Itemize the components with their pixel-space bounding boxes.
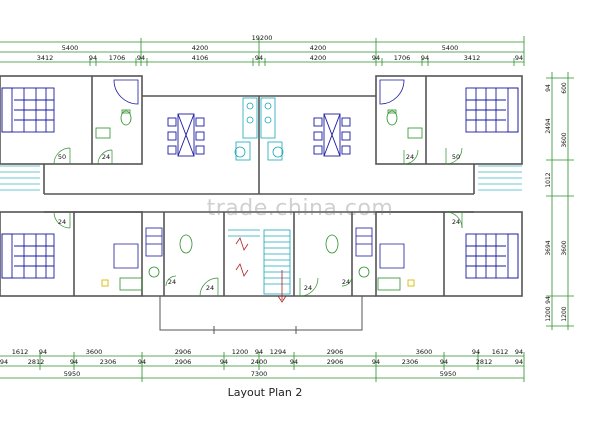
plan-caption: Layout Plan 2 [227, 386, 303, 399]
dim-label: 94 [545, 296, 552, 304]
dim-label: 94 [70, 358, 78, 366]
total-width-label: 19200 [252, 34, 273, 42]
door-number-labels: 50 24 24 50 24 24 24 24 24 24 [58, 153, 460, 292]
sink-icon [95, 127, 423, 291]
kitchen-counter-icon [113, 227, 405, 269]
door-swings [53, 147, 463, 297]
dim-label: 1200 [561, 306, 568, 321]
dim-label: 4200 [310, 44, 327, 52]
bed-icon [465, 87, 519, 133]
door-number: 50 [452, 153, 460, 161]
dim-label: 2906 [175, 348, 192, 356]
dim-label: 94 [138, 358, 146, 366]
dim-label: 5400 [62, 44, 79, 52]
right-dimensions [546, 72, 574, 330]
dim-label: 4106 [192, 54, 209, 62]
dim-label: 5400 [442, 44, 459, 52]
dim-label: 94 [0, 358, 8, 366]
dim-label: 94 [515, 54, 523, 62]
dim-label: 94 [290, 358, 298, 366]
dim-label: 5950 [440, 370, 457, 378]
dining-table-icon [313, 113, 351, 157]
walls [0, 75, 523, 297]
dining-table-icon [167, 113, 205, 157]
door-number: 50 [58, 153, 66, 161]
dim-label: 94 [515, 348, 523, 356]
toilet-icon [120, 109, 398, 278]
door-number: 24 [168, 278, 176, 286]
dim-label: 94 [39, 348, 47, 356]
dim-label: 94 [372, 54, 380, 62]
dim-label: 94 [255, 348, 263, 356]
dim-label: 3412 [464, 54, 481, 62]
dim-label: 1706 [394, 54, 411, 62]
dim-label: 2812 [476, 358, 493, 366]
kitchen-counter-icon [234, 97, 284, 161]
dim-label: 3600 [561, 132, 568, 147]
dim-label: 2906 [175, 358, 192, 366]
dim-label: 7300 [251, 370, 268, 378]
watermark: trade.china.com [206, 196, 394, 221]
dim-label: 94 [89, 54, 97, 62]
dim-label: 1200 [545, 306, 552, 321]
door-number: 24 [102, 153, 110, 161]
bed-icon [465, 233, 519, 279]
dim-label: 94 [255, 54, 263, 62]
door-number: 24 [206, 284, 214, 292]
dim-label: 94 [545, 84, 552, 92]
right-dimension-labels: 94 2494 1012 3694 94 1200 600 3600 3600 … [545, 82, 568, 322]
dim-label: 1706 [109, 54, 126, 62]
dim-label: 4200 [310, 54, 327, 62]
dim-label: 2812 [28, 358, 45, 366]
door-number: 24 [452, 218, 460, 226]
stair-icon [228, 229, 291, 295]
dim-label: 2494 [545, 118, 552, 133]
dim-label: 94 [421, 54, 429, 62]
bed-icon [1, 233, 55, 279]
dim-label: 2400 [251, 358, 268, 366]
dim-label: 1012 [545, 172, 552, 187]
dim-label: 1200 [232, 348, 249, 356]
dim-label: 3694 [545, 240, 552, 255]
bottom-dimension-labels: 1612 94 3600 2906 1200 94 1294 2906 3600… [0, 348, 523, 378]
dim-label: 1294 [270, 348, 287, 356]
dim-label: 2306 [402, 358, 419, 366]
dim-label: 600 [561, 82, 568, 94]
dim-label: 94 [137, 54, 145, 62]
door-number: 24 [406, 153, 414, 161]
dim-label: 94 [440, 358, 448, 366]
dim-label: 3600 [416, 348, 433, 356]
dim-label: 94 [515, 358, 523, 366]
door-number: 24 [58, 218, 66, 226]
dim-label: 1612 [492, 348, 509, 356]
bed-icon [1, 87, 55, 133]
dim-label: 94 [220, 358, 228, 366]
dim-label: 4200 [192, 44, 209, 52]
dim-label: 3600 [86, 348, 103, 356]
dim-label: 3412 [37, 54, 54, 62]
dim-label: 1612 [12, 348, 29, 356]
balcony-frame [159, 296, 363, 334]
dim-label: 3600 [561, 240, 568, 255]
dim-label: 2306 [100, 358, 117, 366]
bottom-dimensions [0, 352, 525, 382]
top-dimension-labels: 19200 5400 4200 4200 5400 3412 94 1706 9… [37, 34, 523, 62]
dim-label: 5950 [64, 370, 81, 378]
dim-label: 2906 [327, 348, 344, 356]
stair-break-mark [235, 237, 287, 303]
door-number: 24 [304, 284, 312, 292]
corridor-hatch [0, 165, 522, 191]
dim-label: 94 [472, 348, 480, 356]
marker-icons [101, 279, 415, 287]
dim-label: 2906 [327, 358, 344, 366]
shower-icon [113, 79, 405, 105]
door-number: 24 [342, 278, 350, 286]
top-dimensions [0, 36, 525, 66]
dim-label: 94 [372, 358, 380, 366]
